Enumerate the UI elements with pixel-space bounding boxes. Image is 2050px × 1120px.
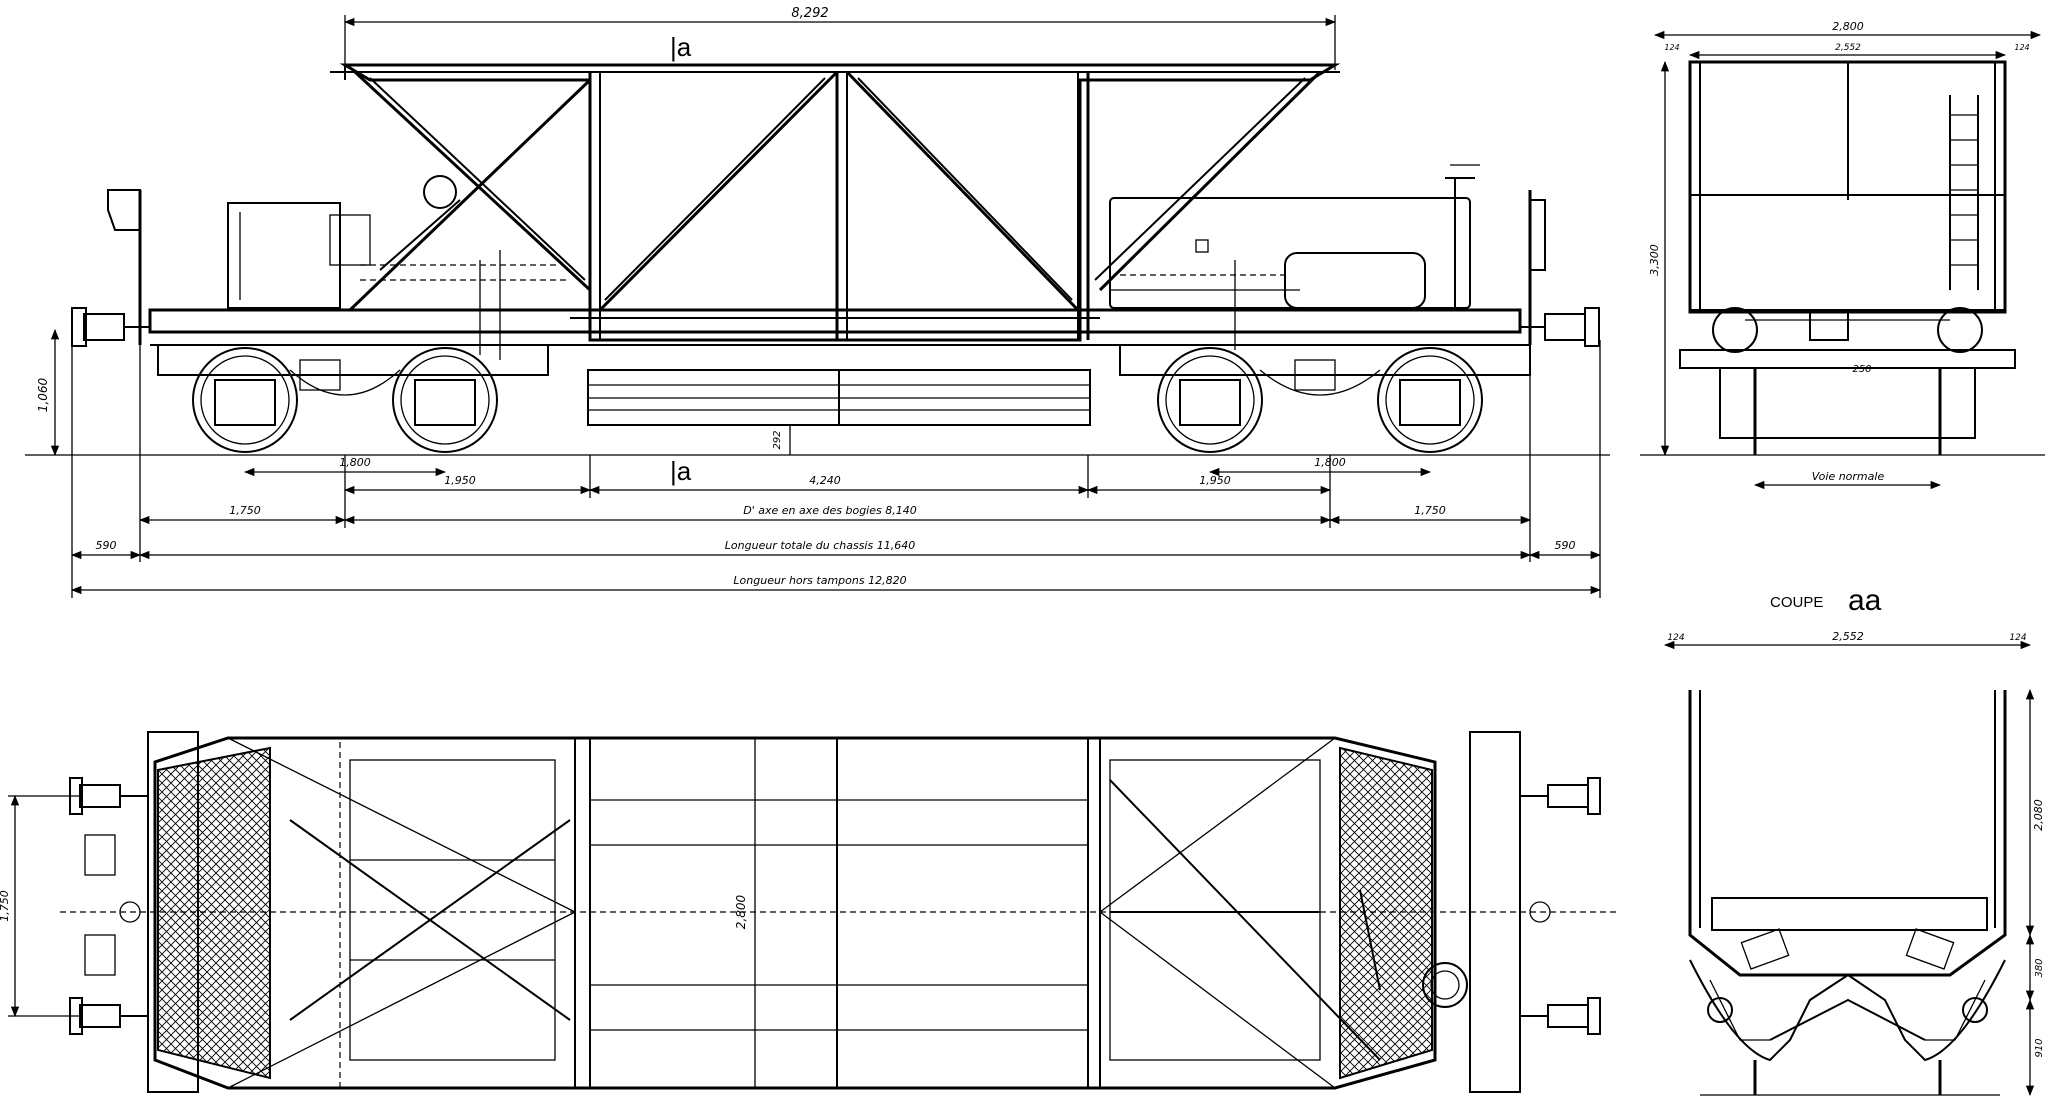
label-frame-length: Longueur totale du chassis 11,640	[725, 539, 915, 552]
label-height-left: 1,060	[36, 377, 50, 412]
label-small-center: 292	[772, 430, 783, 449]
label-end-height: 3,300	[1648, 244, 1661, 276]
label-buffer-right: 590	[1555, 539, 1576, 552]
label-plan-buffer-spacing: 1,750	[0, 890, 11, 922]
label-wheelbase-left: 1,800	[339, 456, 371, 469]
hopper-body	[330, 63, 1341, 426]
label-overall-top: 8,292	[791, 6, 828, 21]
right-platform	[1109, 164, 1480, 350]
bogie-right	[1119, 344, 1531, 453]
label-bogie-centres: D' axe en axe des bogies 8,140	[743, 504, 916, 517]
label-section-edge-left: 124	[1667, 633, 1684, 643]
bogie-left	[157, 344, 549, 453]
label-end-inner-width: 2,552	[1835, 43, 1861, 53]
label-plan-body-width: 2,800	[734, 894, 748, 929]
label-end-overall-width: 2,800	[1832, 20, 1864, 33]
label-section-height-low: 910	[2034, 1038, 2045, 1057]
end-platform-left	[157, 746, 271, 1080]
end-view: 2,800 2,552 124 124 3,300	[1640, 20, 2045, 490]
side-dimensions: 1,800 1,800 1,950 4,240 1,950 1,750 D' a…	[70, 340, 1602, 598]
label-seg-right: 1,950	[1199, 474, 1231, 487]
side-view: 8,292 |a	[25, 6, 1610, 598]
label-seg-center: 4,240	[809, 474, 841, 487]
label-section-height-mid: 380	[2034, 958, 2045, 977]
label-buffer-length: Longueur hors tampons 12,820	[733, 574, 906, 587]
label-buffer-left: 590	[96, 539, 117, 552]
label-section-height-total: 2,080	[2032, 799, 2045, 831]
section-title: COUPE	[1770, 594, 1823, 611]
left-platform	[227, 175, 570, 360]
label-section-inner-width: 2,552	[1832, 630, 1864, 643]
ladder	[1949, 95, 1979, 290]
label-end-edge-right: 124	[2014, 43, 2029, 52]
section-title-mark: aa	[1848, 584, 1882, 617]
label-end-edge-left: 124	[1664, 43, 1679, 52]
section-view: COUPE aa 2,552 124 124 2,080 380 910	[1663, 584, 2045, 1097]
section-mark-bottom: |a	[670, 456, 692, 486]
end-platform-right	[1339, 746, 1433, 1080]
label-overhang-right: 1,750	[1414, 504, 1446, 517]
section-mark-top: |a	[670, 32, 692, 62]
label-overhang-left: 1,750	[229, 504, 261, 517]
label-end-small: 250	[1852, 364, 1871, 375]
plan-view: 2,800 1,750	[0, 731, 1620, 1093]
label-section-edge-right: 124	[2009, 633, 2026, 643]
label-track-gauge: Voie normale	[1812, 470, 1885, 483]
label-seg-left: 1,950	[444, 474, 476, 487]
